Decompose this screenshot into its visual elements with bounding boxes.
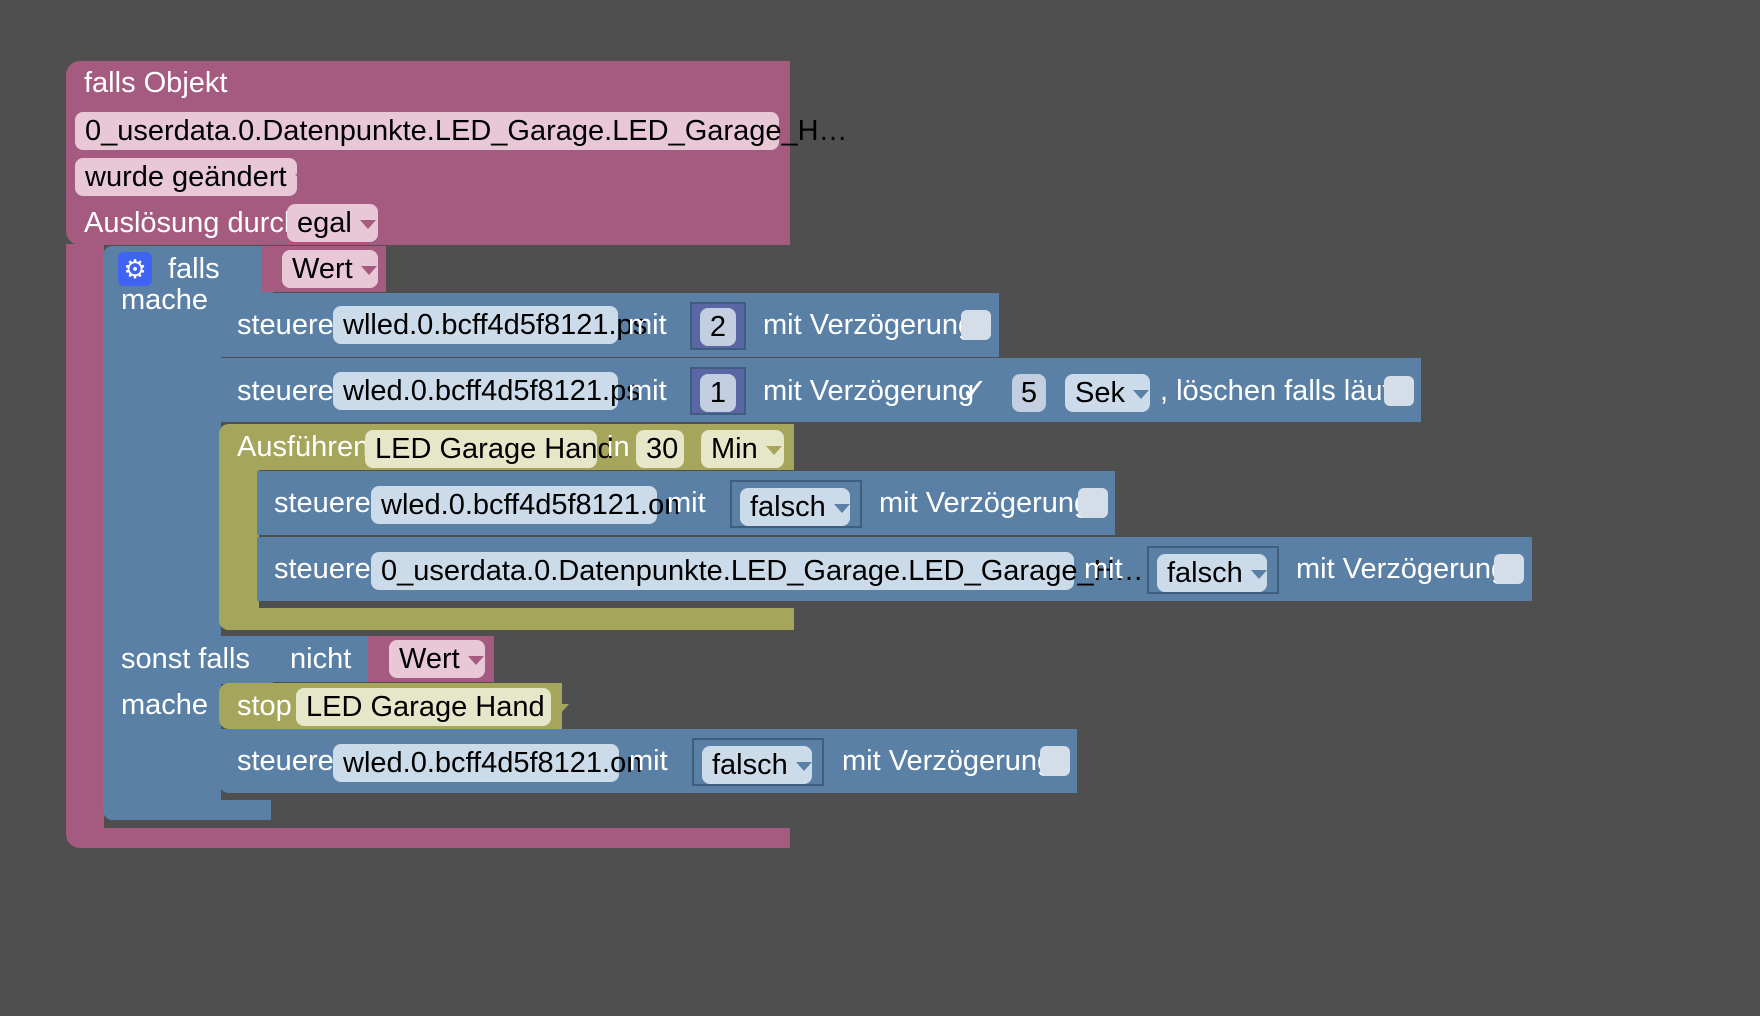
clear-checkbox[interactable]: [1384, 376, 1414, 406]
mit-label: mit: [629, 745, 668, 777]
delay-value-field[interactable]: 5: [1012, 374, 1046, 412]
timeout-value-field[interactable]: 30: [636, 430, 684, 468]
value-number-text: 1: [709, 377, 727, 409]
timeout-block-bottom: [219, 608, 794, 630]
control-target-field[interactable]: wled.0.bcff4d5f8121.ps: [333, 372, 641, 410]
stop-label: stop: [237, 690, 292, 722]
do-label: mache: [121, 284, 209, 316]
delay-checkbox[interactable]: [961, 310, 991, 340]
trigger-title: falls Objekt: [84, 67, 228, 99]
value-dropdown[interactable]: falsch: [1157, 554, 1267, 592]
trigger-block-spine: [66, 244, 104, 848]
control-target-text: wled.0.bcff4d5f8121.on: [343, 747, 643, 779]
timeout-name-text: LED Garage Hand: [375, 433, 614, 465]
chevron-down-icon: [294, 173, 311, 183]
clear-label: , löschen falls läuft: [1160, 375, 1399, 407]
if-block-elseif-row: [103, 636, 273, 684]
delay-label: mit Verzögerung: [763, 375, 975, 407]
delay-label: mit Verzögerung: [879, 487, 1091, 519]
control-target-text: 0_userdata.0.Datenpunkte.LED_Garage.LED_…: [381, 555, 1144, 587]
delay-checkbox[interactable]: [1040, 746, 1070, 776]
control-target-field[interactable]: wled.0.bcff4d5f8121.on: [333, 744, 642, 782]
if-block-spine: [103, 246, 221, 820]
control-target-field[interactable]: wlled.0.bcff4d5f8121.ps: [333, 306, 647, 344]
elseif-value-text: Wert: [399, 643, 460, 675]
timeout-unit-text: Min: [711, 433, 758, 465]
condition-value-text: Wert: [292, 253, 353, 285]
delay-label: mit Verzögerung: [763, 309, 975, 341]
timeout-in-label: in: [607, 431, 630, 463]
chevron-down-icon: [1250, 569, 1267, 579]
control-target-field[interactable]: 0_userdata.0.Datenpunkte.LED_Garage.LED_…: [371, 552, 1144, 590]
mit-label: mit: [628, 375, 667, 407]
trigger-by-dropdown[interactable]: egal: [287, 204, 378, 242]
condition-dropdown[interactable]: wurde geändert: [75, 158, 311, 196]
timeout-unit-dropdown[interactable]: Min: [701, 430, 784, 468]
delay-checkbox-checked[interactable]: ✓: [961, 372, 988, 408]
chevron-down-icon: [1132, 389, 1149, 399]
if-block-bottom: [103, 800, 271, 820]
do2-label: mache: [121, 689, 209, 721]
control-verb: steuere: [237, 375, 334, 407]
stop-name-dropdown[interactable]: LED Garage Hand: [296, 688, 569, 726]
trigger-by-text: egal: [297, 207, 352, 239]
chevron-down-icon: [359, 219, 376, 229]
control-verb: steuere: [237, 745, 334, 777]
chevron-down-icon: [795, 761, 812, 771]
timeout-value-text: 30: [646, 433, 679, 465]
chevron-down-icon: [765, 445, 782, 455]
trigger-block[interactable]: [66, 61, 790, 245]
delay-unit-dropdown[interactable]: Sek: [1065, 374, 1150, 412]
delay-checkbox[interactable]: [1494, 554, 1524, 584]
chevron-down-icon: [467, 655, 484, 665]
gear-icon[interactable]: ⚙: [118, 252, 152, 286]
chevron-down-icon: [552, 703, 569, 713]
if-label: falls: [168, 253, 220, 285]
mit-label: mit: [667, 487, 706, 519]
control-target-text: wlled.0.bcff4d5f8121.ps: [343, 309, 648, 341]
condition-text: wurde geändert: [85, 161, 287, 193]
object-id-text: 0_userdata.0.Datenpunkte.LED_Garage.LED_…: [85, 115, 848, 147]
delay-label: mit Verzögerung: [1296, 553, 1508, 585]
value-number-field[interactable]: 1: [700, 374, 736, 412]
timeout-label: Ausführen: [237, 431, 370, 463]
object-id-field[interactable]: 0_userdata.0.Datenpunkte.LED_Garage.LED_…: [75, 112, 848, 150]
mit-label: mit: [628, 309, 667, 341]
chevron-down-icon: [360, 265, 377, 275]
control-target-field[interactable]: wled.0.bcff4d5f8121.on: [371, 486, 680, 524]
condition-value-dropdown[interactable]: Wert: [282, 250, 378, 288]
delay-checkbox[interactable]: [1078, 488, 1108, 518]
timeout-block-spine: [219, 424, 259, 630]
chevron-down-icon: [833, 503, 850, 513]
delay-label: mit Verzögerung: [842, 745, 1054, 777]
delay-unit-text: Sek: [1075, 377, 1125, 409]
delay-value-text: 5: [1020, 377, 1038, 409]
value-number-text: 2: [709, 311, 727, 343]
value-dropdown[interactable]: falsch: [702, 746, 812, 784]
mit-label: mit: [1084, 553, 1123, 585]
value-dropdown-text: falsch: [750, 491, 826, 523]
control-target-text: wled.0.bcff4d5f8121.on: [381, 489, 681, 521]
value-dropdown-text: falsch: [712, 749, 788, 781]
value-dropdown[interactable]: falsch: [740, 488, 850, 526]
elseif-label: sonst falls: [121, 643, 250, 675]
stop-name-text: LED Garage Hand: [306, 691, 545, 723]
not-label: nicht: [290, 643, 352, 675]
value-number-field[interactable]: 2: [700, 308, 736, 346]
control-verb: steuere: [274, 487, 371, 519]
value-dropdown-text: falsch: [1167, 557, 1243, 589]
timeout-name-field[interactable]: LED Garage Hand: [365, 430, 614, 468]
trigger-block-bottom: [66, 828, 790, 848]
trigger-by-label: Auslösung durch: [84, 207, 301, 239]
control-target-text: wled.0.bcff4d5f8121.ps: [343, 375, 641, 407]
control-verb: steuere: [274, 553, 371, 585]
elseif-value-dropdown[interactable]: Wert: [389, 640, 485, 678]
not-block[interactable]: [260, 636, 380, 682]
control-verb: steuere: [237, 309, 334, 341]
